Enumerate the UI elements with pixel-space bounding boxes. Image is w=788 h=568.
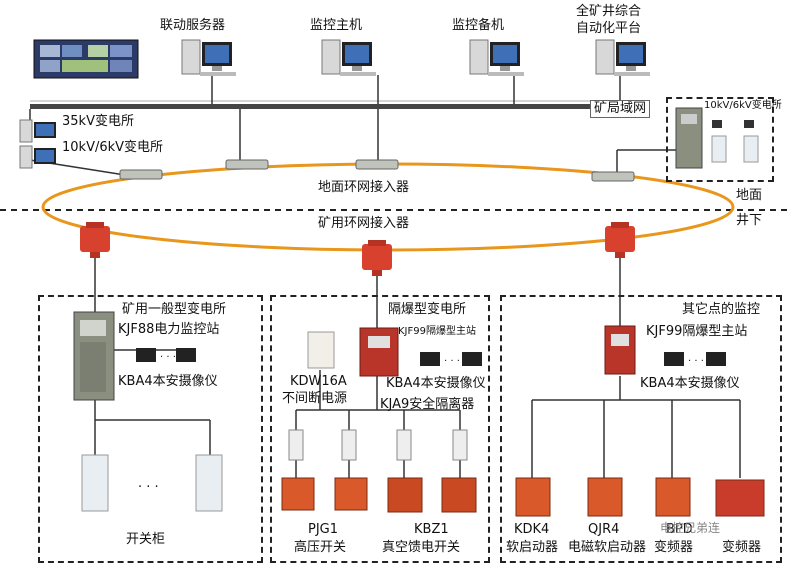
switch-cabinet-label: 开关柜	[126, 532, 166, 547]
kjf99-station-mid	[359, 327, 399, 377]
vfd-inverter	[715, 479, 765, 517]
isolator-label: KJA9安全隔离器	[380, 397, 475, 412]
mid-camera-label: KBA4本安摄像仪	[386, 376, 486, 391]
general-substation-box	[38, 295, 263, 563]
surface-label: 地面	[736, 188, 763, 203]
kjf99-right-label: KJF99隔爆型主站	[646, 324, 748, 339]
monitor-main-label: 监控主机	[310, 18, 363, 33]
kdk4-starter	[515, 477, 551, 517]
mid-camera-dots: · · ·	[444, 356, 460, 367]
bpd-inverter	[655, 477, 691, 517]
server-label: 联动服务器	[160, 18, 226, 33]
kjf99-station-right	[604, 325, 636, 375]
remote-substation-cabinet	[675, 107, 759, 169]
mid-cameras	[420, 352, 482, 366]
drop-lines	[94, 258, 741, 478]
pc-monitor-main	[321, 39, 376, 76]
switch-cabinets	[81, 454, 223, 512]
monitor-backup-label: 监控备机	[452, 18, 505, 33]
display-wall	[33, 39, 139, 79]
pc-10kv	[19, 145, 56, 169]
right-camera-dots: · · ·	[688, 356, 704, 367]
ups-label-2: 不间断电源	[282, 391, 348, 406]
kbz-switches	[387, 477, 477, 513]
qjr4-label-1: QJR4	[588, 522, 620, 537]
pjg-switches	[281, 477, 368, 511]
ups-label-1: KDW16A	[290, 374, 347, 389]
qjr4-label-2: 电磁软启动器	[568, 540, 647, 555]
kbz-label-1: KBZ1	[414, 522, 449, 537]
right-cameras	[664, 352, 726, 366]
kjf88-cabinet	[73, 311, 115, 401]
ups-device	[307, 331, 335, 369]
kbz-label-2: 真空馈电开关	[382, 540, 461, 555]
kjf88-label: KJF88电力监控站	[118, 322, 220, 337]
underground-label: 井下	[736, 213, 763, 228]
general-substation-title: 矿用一般型变电所	[122, 302, 227, 317]
remote-substation-box	[666, 97, 774, 182]
pjg-label-2: 高压开关	[294, 540, 347, 555]
substation-10kv-label: 10kV/6kV变电所	[62, 140, 164, 155]
watermark: 电控兄弟连	[660, 521, 721, 535]
qjr4-starter	[587, 477, 623, 517]
lan-bus	[30, 100, 650, 109]
remote-substation-label: 10kV/6kV变电所	[704, 100, 782, 111]
pc-35kv	[19, 119, 56, 143]
cabinet-dots: · · ·	[138, 480, 159, 495]
lan-label: 矿局域网	[590, 100, 651, 118]
surface-ring-label: 地面环网接入器	[318, 180, 410, 195]
platform-label-1: 全矿井综合	[576, 4, 642, 19]
pjg-label-1: PJG1	[308, 522, 339, 537]
bpd-label-2: 变频器	[654, 540, 694, 555]
mine-ring-label: 矿用环网接入器	[318, 216, 410, 231]
pc-platform	[595, 39, 650, 76]
substation-35kv-label: 35kV变电所	[62, 114, 134, 129]
bpd-label-1: BPD	[666, 522, 693, 537]
other-points-title: 其它点的监控	[682, 302, 761, 317]
kdk4-label-1: KDK4	[514, 522, 550, 537]
platform-label-2: 自动化平台	[576, 21, 642, 36]
vfd-label: 变频器	[722, 540, 762, 555]
pc-monitor-backup	[469, 39, 524, 76]
pc-server	[181, 39, 236, 76]
left-camera-dots: · · ·	[160, 352, 176, 363]
flameproof-substation-box	[270, 295, 490, 563]
left-camera-label: KBA4本安摄像仪	[118, 374, 218, 389]
other-points-box	[500, 295, 782, 563]
isolators	[288, 429, 468, 461]
flameproof-substation-title: 隔爆型变电所	[388, 302, 467, 317]
mine-ring-accessors	[80, 222, 635, 276]
kjf99-mid-label: KJF99隔爆型主站	[398, 326, 476, 337]
left-cameras	[136, 348, 196, 362]
kdk4-label-2: 软启动器	[506, 540, 559, 555]
right-camera-label: KBA4本安摄像仪	[640, 376, 740, 391]
surface-ring-accessors	[119, 159, 635, 182]
